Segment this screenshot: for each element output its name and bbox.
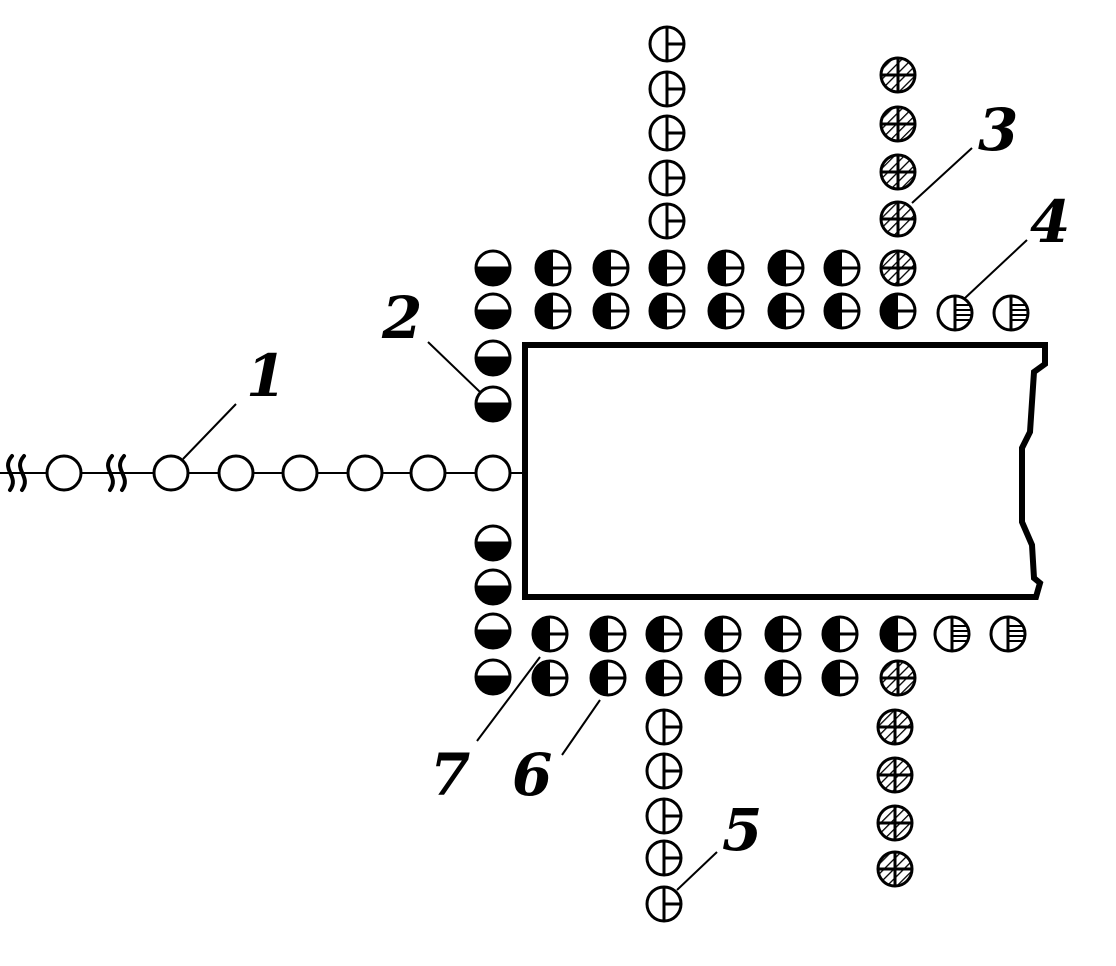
pile-symbol-left-black [534,249,572,287]
pile-symbol-striped [933,615,971,653]
pile-symbol-bottom-black [474,385,512,423]
pile-symbol-left-black [645,615,683,653]
pile-symbol-striped [992,294,1030,332]
leader-line-3 [911,147,973,204]
pile-symbol-left-black [823,249,861,287]
callout-6: 6 [512,741,552,809]
body-rectangle [522,342,1048,600]
pile-symbol-bottom-black [474,339,512,377]
pile-symbol-left-black [821,659,859,697]
pile-symbol-quadrant [648,25,686,63]
pile-symbol-open [346,454,384,492]
break-symbol [6,454,27,492]
pile-symbol-bottom-black [474,524,512,562]
pile-symbol-bottom-black [474,568,512,606]
pile-symbol-left-black [531,615,569,653]
pile-symbols [45,25,1030,923]
pile-symbol-hatched [876,708,914,746]
pile-symbol-hatched [879,200,917,238]
pile-symbol-left-black [764,615,802,653]
pile-symbol-left-black [589,659,627,697]
pile-symbol-left-black [592,292,630,330]
leader-lines [182,147,1028,891]
callout-3: 3 [978,96,1018,164]
break-symbol [106,454,127,492]
pile-symbol-hatched [876,756,914,794]
pile-symbol-left-black [534,292,572,330]
pile-symbol-bottom-black [474,292,512,330]
pile-symbol-quadrant [645,839,683,877]
pile-symbol-open [45,454,83,492]
pile-symbol-open [409,454,447,492]
pile-symbol-hatched [879,105,917,143]
pile-symbol-hatched [879,153,917,191]
pile-symbol-bottom-black [474,612,512,650]
pile-symbol-left-black [704,615,742,653]
pile-symbol-left-black [767,292,805,330]
pile-symbol-open [152,454,190,492]
pile-symbol-left-black [704,659,742,697]
pile-symbol-quadrant [645,885,683,923]
pile-symbol-quadrant [645,797,683,835]
pile-symbol-quadrant [648,70,686,108]
pile-symbol-hatched [879,659,917,697]
leader-line-6 [561,699,601,756]
leader-line-2 [427,341,481,393]
pile-symbol-left-black [821,615,859,653]
pile-symbol-left-black [879,615,917,653]
pile-symbol-left-black [592,249,630,287]
pile-symbol-open [281,454,319,492]
pile-symbol-hatched [876,850,914,888]
pile-symbol-open [474,454,512,492]
pile-symbol-quadrant [648,159,686,197]
pile-symbol-left-black [707,249,745,287]
callout-5: 5 [722,796,762,864]
pile-symbol-bottom-black [474,249,512,287]
pile-symbol-left-black [764,659,802,697]
pile-symbol-left-black [648,292,686,330]
pile-symbol-left-black [648,249,686,287]
callout-2: 2 [381,284,422,352]
callout-1: 1 [246,342,286,410]
leader-line-1 [182,403,237,460]
pile-symbol-left-black [531,659,569,697]
pile-symbol-quadrant [648,202,686,240]
callout-7: 7 [430,741,470,809]
leader-line-4 [964,239,1028,299]
pile-symbol-hatched [876,804,914,842]
pile-symbol-quadrant [645,708,683,746]
leader-line-7 [476,656,541,742]
leader-line-5 [676,851,718,891]
pile-symbol-left-black [823,292,861,330]
pile-symbol-quadrant [645,752,683,790]
pile-symbol-left-black [879,292,917,330]
callout-4: 4 [1030,188,1070,256]
pile-symbol-hatched [879,249,917,287]
pile-symbol-quadrant [648,114,686,152]
pile-symbol-left-black [767,249,805,287]
pile-symbol-striped [936,294,974,332]
pile-symbol-hatched [879,56,917,94]
pile-symbol-left-black [589,615,627,653]
pile-symbol-left-black [645,659,683,697]
pile-symbol-striped [989,615,1027,653]
pile-symbol-left-black [707,292,745,330]
pile-symbol-open [217,454,255,492]
pile-symbol-bottom-black [474,658,512,696]
